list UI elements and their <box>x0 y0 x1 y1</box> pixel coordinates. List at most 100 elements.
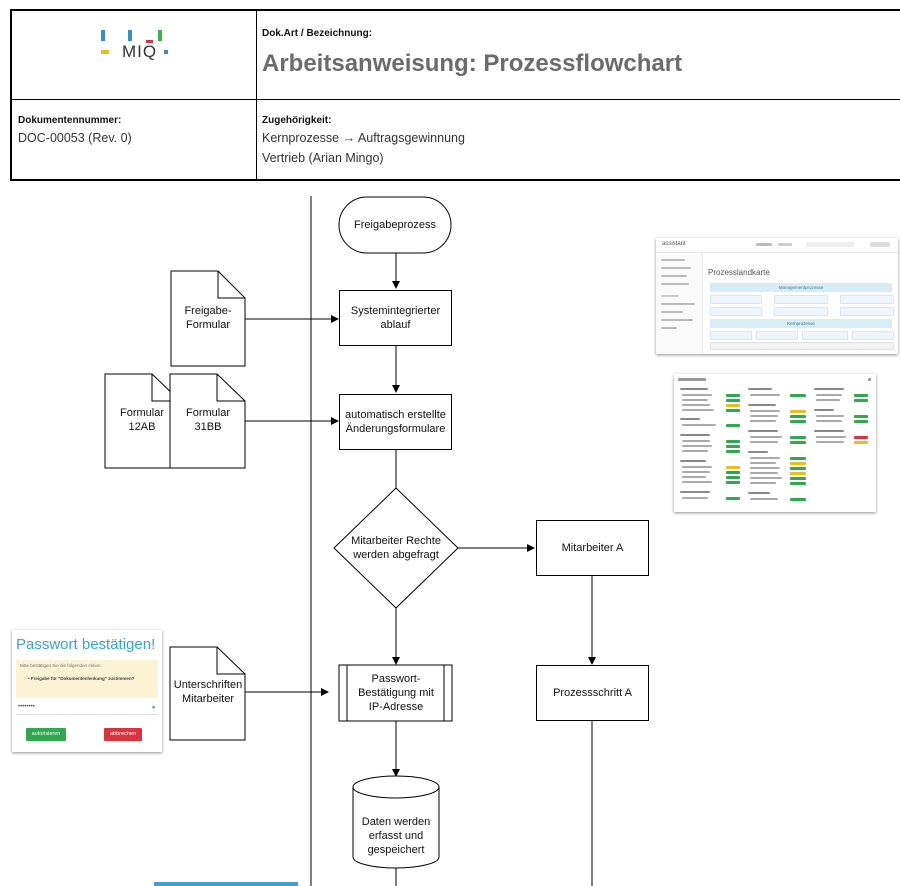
perm-badge <box>726 466 740 469</box>
password-process-shape <box>338 664 453 722</box>
perm-row <box>680 418 700 420</box>
perm-row <box>816 441 844 443</box>
perm-badge <box>854 436 868 439</box>
process-map-title: Prozesslandkarte <box>708 268 770 277</box>
data-store-cylinder-top <box>352 775 440 799</box>
perm-row <box>750 457 780 459</box>
logo-bar-red <box>146 40 153 43</box>
perm-row <box>750 436 782 438</box>
password-dialog-item: • Freigabe für "Dokumentenlenkung" zusti… <box>28 675 138 682</box>
perm-row <box>814 409 834 411</box>
permissions-close-icon <box>868 378 871 381</box>
perm-badge <box>790 436 806 439</box>
perm-badge <box>790 498 806 501</box>
perm-badge <box>854 394 868 397</box>
perm-row <box>682 404 710 406</box>
process-map-user <box>870 242 890 247</box>
password-dialog-item-text: Freigabe für "Dokumentenlenkung" zustimm… <box>30 676 135 681</box>
process-map-cell <box>852 331 894 340</box>
perm-badge <box>790 472 806 475</box>
perm-row <box>750 482 776 484</box>
perm-badge <box>726 394 740 397</box>
signatures-doc-fold <box>216 647 245 675</box>
perm-row <box>816 394 842 396</box>
perm-badge <box>790 482 806 485</box>
company-logo: MIQ <box>98 29 178 69</box>
process-map-app-name: assistant <box>662 241 686 247</box>
perm-row <box>680 460 706 462</box>
perm-row <box>748 404 776 406</box>
perm-row <box>816 415 844 417</box>
perm-row <box>816 420 842 422</box>
perm-row <box>750 441 778 443</box>
perm-row <box>750 394 780 396</box>
process-map-tab <box>756 243 772 246</box>
process-map-tab-2 <box>778 243 792 246</box>
start-terminator-shape <box>338 196 452 254</box>
perm-badge <box>790 467 806 470</box>
authorize-button[interactable]: autorisieren <box>26 728 66 741</box>
perm-row <box>750 477 782 479</box>
password-input[interactable]: •••••••• ▸ <box>16 704 158 715</box>
process-map-cell <box>840 307 894 316</box>
perm-row <box>816 399 840 401</box>
doc-number-label: Dokumentennummer: <box>18 115 122 126</box>
password-dialog-intro: Bitte bestätigen Sie die folgenden Aktio… <box>20 663 102 668</box>
perm-badge <box>790 415 806 418</box>
logo-bar-blue-2 <box>128 30 132 41</box>
bullet-icon: • <box>28 676 31 681</box>
perm-row <box>682 424 716 426</box>
process-map-band-management: Managementprozesse <box>710 283 892 292</box>
process-map-cell <box>840 295 894 304</box>
perm-badge <box>790 457 806 460</box>
perm-badge <box>726 440 740 443</box>
perm-badge <box>790 477 806 480</box>
permissions-title-bar <box>678 378 706 381</box>
key-icon: ▸ <box>152 704 156 711</box>
cancel-button[interactable]: abbrechen <box>104 728 142 741</box>
perm-row <box>750 410 780 412</box>
sidebar-line <box>661 327 677 329</box>
assignment-owner: Vertrieb (Arian Mingo) <box>262 151 384 165</box>
perm-row <box>682 445 712 447</box>
perm-row <box>748 388 772 390</box>
logo-bar-green <box>158 30 162 41</box>
perm-row <box>748 492 770 494</box>
password-input-value: •••••••• <box>18 704 35 710</box>
perm-row <box>750 472 778 474</box>
sidebar-line <box>661 319 693 321</box>
doc-type-label: Dok.Art / Bezeichnung: <box>262 28 373 39</box>
forms-process-box: automatisch erstellte Änderungsformulare <box>339 394 452 450</box>
logo-text: MIQ <box>122 42 158 61</box>
process-map-band-core: Kernprozesse <box>710 319 892 328</box>
perm-row <box>816 436 846 438</box>
perm-row <box>682 476 706 478</box>
perm-badge <box>726 404 740 407</box>
sidebar-line <box>661 303 695 305</box>
decision-text: Mitarbeiter Rechte werden abgefragt <box>351 535 441 561</box>
password-dialog-screenshot: Passwort bestätigen! Bitte bestätigen Si… <box>12 630 162 752</box>
perm-badge <box>854 399 868 402</box>
form-31bb-doc-text: Formular 31BB <box>185 407 230 433</box>
perm-row <box>680 491 710 493</box>
form-12ab-doc-text: Formular 12AB <box>119 407 164 433</box>
perm-row <box>750 498 778 500</box>
process-map-cell <box>774 307 828 316</box>
perm-row <box>750 420 776 422</box>
system-process-box: Systemintegrierter ablauf <box>339 290 452 346</box>
perm-row <box>682 471 710 473</box>
perm-row <box>814 430 844 432</box>
start-terminator: Freigabeprozess <box>354 219 436 231</box>
perm-row <box>682 409 714 411</box>
signatures-doc-shape <box>169 646 246 741</box>
process-map-band-core-label: Kernprozesse <box>787 321 815 326</box>
document-header: MIQ Dok.Art / Bezeichnung: Arbeitsanweis… <box>10 9 900 181</box>
perm-badge <box>726 471 740 474</box>
perm-row <box>682 466 712 468</box>
password-process-text: Passwort-Bestätigung mit IP-Adresse <box>358 673 434 713</box>
process-map-cell <box>710 307 762 316</box>
process-map-cell <box>710 342 894 350</box>
perm-row <box>814 388 844 390</box>
assignment-path: Kernprozesse → Auftragsgewinnung <box>262 128 465 148</box>
